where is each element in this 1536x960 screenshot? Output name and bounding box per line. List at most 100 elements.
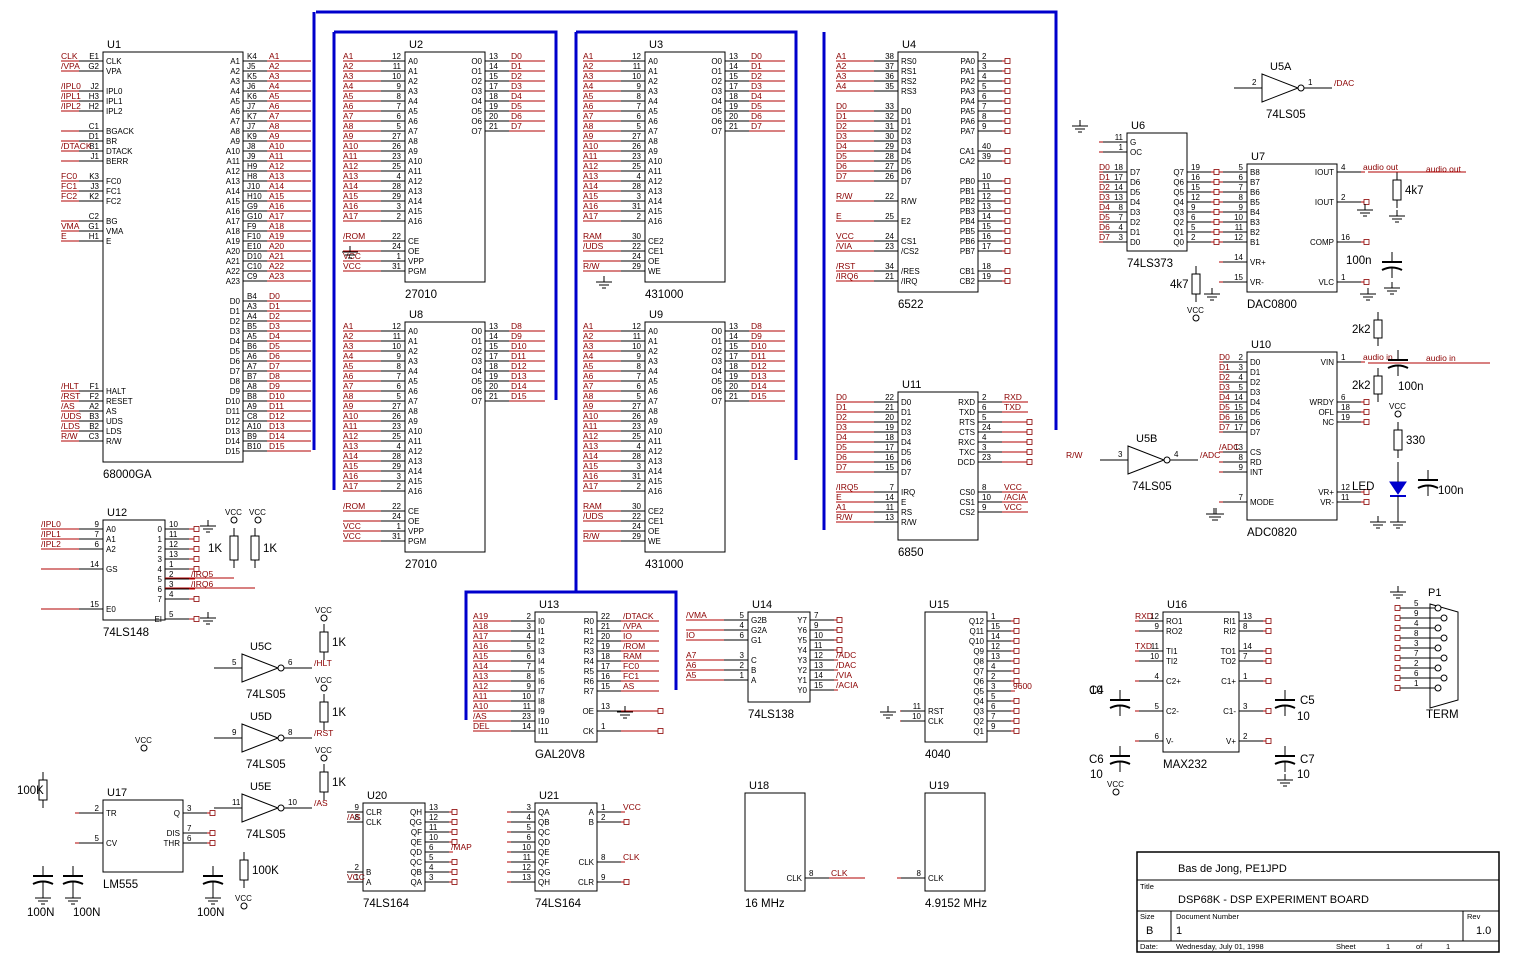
pin-number: 3 — [429, 873, 434, 882]
pin-name: D6 — [901, 458, 912, 467]
pin-number: 16 — [982, 232, 991, 241]
ground-symbol — [1390, 586, 1406, 599]
pin-name: CLK — [366, 818, 382, 827]
pin-name: BGACK — [106, 127, 135, 136]
pin-gs: GS 14 — [41, 560, 118, 574]
pin-number: 12 — [632, 52, 641, 61]
net-label: A3 — [343, 71, 354, 81]
ic-u6: U674LS373G11OC1D718D0D617D1D514D2D413D3D… — [1099, 120, 1220, 270]
pin-number: 15 — [1234, 273, 1243, 282]
pin-name: D7 — [1130, 168, 1141, 177]
net-label: A15 — [583, 461, 598, 471]
pin-number: G1 — [88, 222, 99, 231]
pin-name: A0 — [648, 57, 658, 66]
pin-number: 14 — [90, 560, 99, 569]
pin-number: 10 — [632, 72, 641, 81]
pin-name: PB5 — [960, 227, 976, 236]
pin-name: D0 — [230, 297, 241, 306]
resistor: 2k2 — [1352, 312, 1383, 346]
pin-number: J7 — [247, 102, 256, 111]
ic-body — [644, 321, 726, 553]
pin-name: O3 — [471, 87, 482, 96]
pin-number: 6 — [527, 833, 532, 842]
net-label: A4 — [343, 81, 354, 91]
pin-number: 31 — [632, 202, 641, 211]
pin-name: O0 — [471, 327, 482, 336]
pin-name: Y0 — [797, 686, 807, 695]
pin-name: C1+ — [1221, 677, 1236, 686]
net-label: A5 — [686, 670, 697, 680]
pin-name: 4 — [158, 565, 163, 574]
pin-number: 13 — [982, 202, 991, 211]
pin-number: 3 — [1118, 450, 1123, 459]
pin-number: 23 — [885, 242, 894, 251]
pin-number: J8 — [247, 142, 256, 151]
pin-number: 6 — [982, 92, 987, 101]
net-label: A16 — [583, 471, 598, 481]
net-label: D13 — [269, 421, 285, 431]
pin-name: VPP — [408, 257, 424, 266]
net-label: RXD — [1135, 611, 1153, 621]
pin-number: B4 — [247, 292, 257, 301]
pin-name: A0 — [408, 327, 418, 336]
pin-number: 11 — [1235, 223, 1244, 232]
pin-name: A6 — [230, 107, 240, 116]
pin-number: 19 — [982, 272, 991, 281]
net-label: FC0 — [623, 661, 639, 671]
pin-name: A9 — [648, 417, 658, 426]
pin-number: 11 — [1115, 133, 1124, 142]
pin-number: 15 — [489, 342, 498, 351]
ground-symbol — [205, 892, 221, 905]
pin-name: A12 — [648, 177, 663, 186]
pin-qa: QA3 — [410, 873, 458, 887]
pin-number: 4 — [429, 863, 434, 872]
capacitor: 100n — [1346, 252, 1403, 278]
pin-number: 8 — [355, 813, 360, 822]
net-label: D5 — [751, 101, 762, 111]
pin-number: F2 — [90, 392, 100, 401]
pin-name: D6 — [230, 357, 241, 366]
pin-name: THR — [164, 839, 181, 848]
pin-number: E1 — [89, 52, 99, 61]
net-label: A2 — [269, 61, 280, 71]
pin-number: 24 — [392, 512, 401, 521]
net-label: R/W — [836, 191, 853, 201]
pin-number: A4 — [247, 312, 257, 321]
pin-name: GS — [106, 565, 118, 574]
pin-number: 10 — [288, 798, 297, 807]
pin-number: 6 — [1239, 173, 1244, 182]
pin-number: 2 — [527, 612, 532, 621]
ground-symbol — [880, 706, 896, 719]
resistor-value: 1K — [208, 543, 222, 555]
net-label: A6 — [343, 101, 354, 111]
vcc-label: VCC — [249, 508, 266, 517]
pin-name: RESET — [106, 397, 133, 406]
pin-name: 5 — [158, 575, 163, 584]
pin-number: 20 — [729, 112, 738, 121]
pin-name: G2A — [751, 626, 768, 635]
pin-name: A — [751, 676, 757, 685]
pin-number: 11 — [982, 182, 991, 191]
pin-name: MODE — [1250, 498, 1274, 507]
